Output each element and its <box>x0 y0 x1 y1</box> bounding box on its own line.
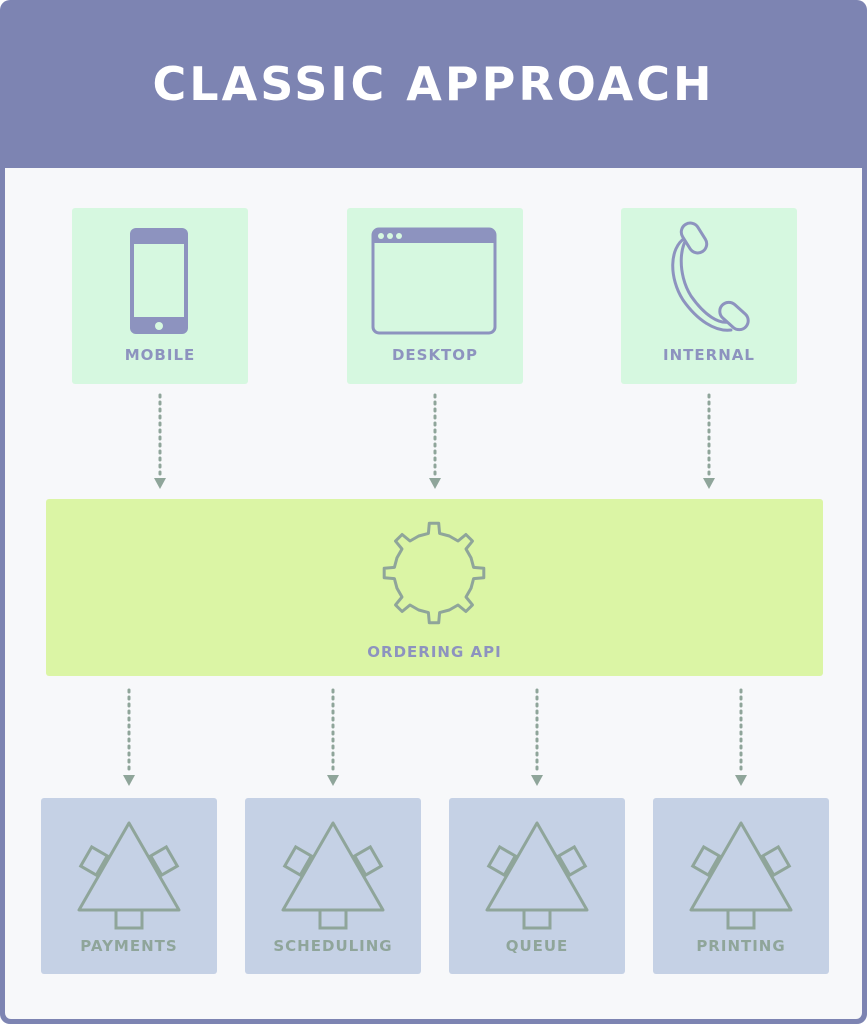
arrow-api-to-payments <box>123 688 135 786</box>
service-box-printing: PRINTING <box>653 798 829 974</box>
diagram-canvas: MOBILE DESKTOP INTERNAL <box>5 168 862 1019</box>
arrow-desktop-to-api <box>429 393 441 489</box>
client-label-mobile: MOBILE <box>124 346 196 364</box>
service-triangle-icon <box>77 821 181 930</box>
service-triangle-icon <box>689 821 793 930</box>
service-triangle-icon <box>281 821 385 930</box>
arrow-internal-to-api <box>703 393 715 489</box>
client-box-mobile: MOBILE <box>72 208 248 384</box>
service-triangle-icon <box>485 821 589 930</box>
arrow-api-to-queue <box>531 688 543 786</box>
diagram-title: CLASSIC APPROACH <box>152 57 715 111</box>
arrow-api-to-printing <box>735 688 747 786</box>
ordering-api-label: ORDERING API <box>367 643 502 661</box>
service-label-queue: QUEUE <box>505 937 569 955</box>
telephone-icon <box>671 221 750 332</box>
service-label-printing: PRINTING <box>696 937 786 955</box>
ordering-api-box: ORDERING API <box>46 499 823 676</box>
service-box-queue: QUEUE <box>449 798 625 974</box>
client-box-internal: INTERNAL <box>621 208 797 384</box>
arrow-mobile-to-api <box>154 393 166 489</box>
arrow-api-to-scheduling <box>327 688 339 786</box>
service-label-scheduling: SCHEDULING <box>273 937 393 955</box>
client-box-desktop: DESKTOP <box>347 208 523 384</box>
browser-window-icon <box>371 227 497 335</box>
service-box-scheduling: SCHEDULING <box>245 798 421 974</box>
mobile-phone-icon <box>130 228 188 334</box>
gear-icon <box>382 521 486 625</box>
service-box-payments: PAYMENTS <box>41 798 217 974</box>
client-label-internal: INTERNAL <box>663 346 755 364</box>
service-label-payments: PAYMENTS <box>80 937 178 955</box>
client-label-desktop: DESKTOP <box>391 346 479 364</box>
